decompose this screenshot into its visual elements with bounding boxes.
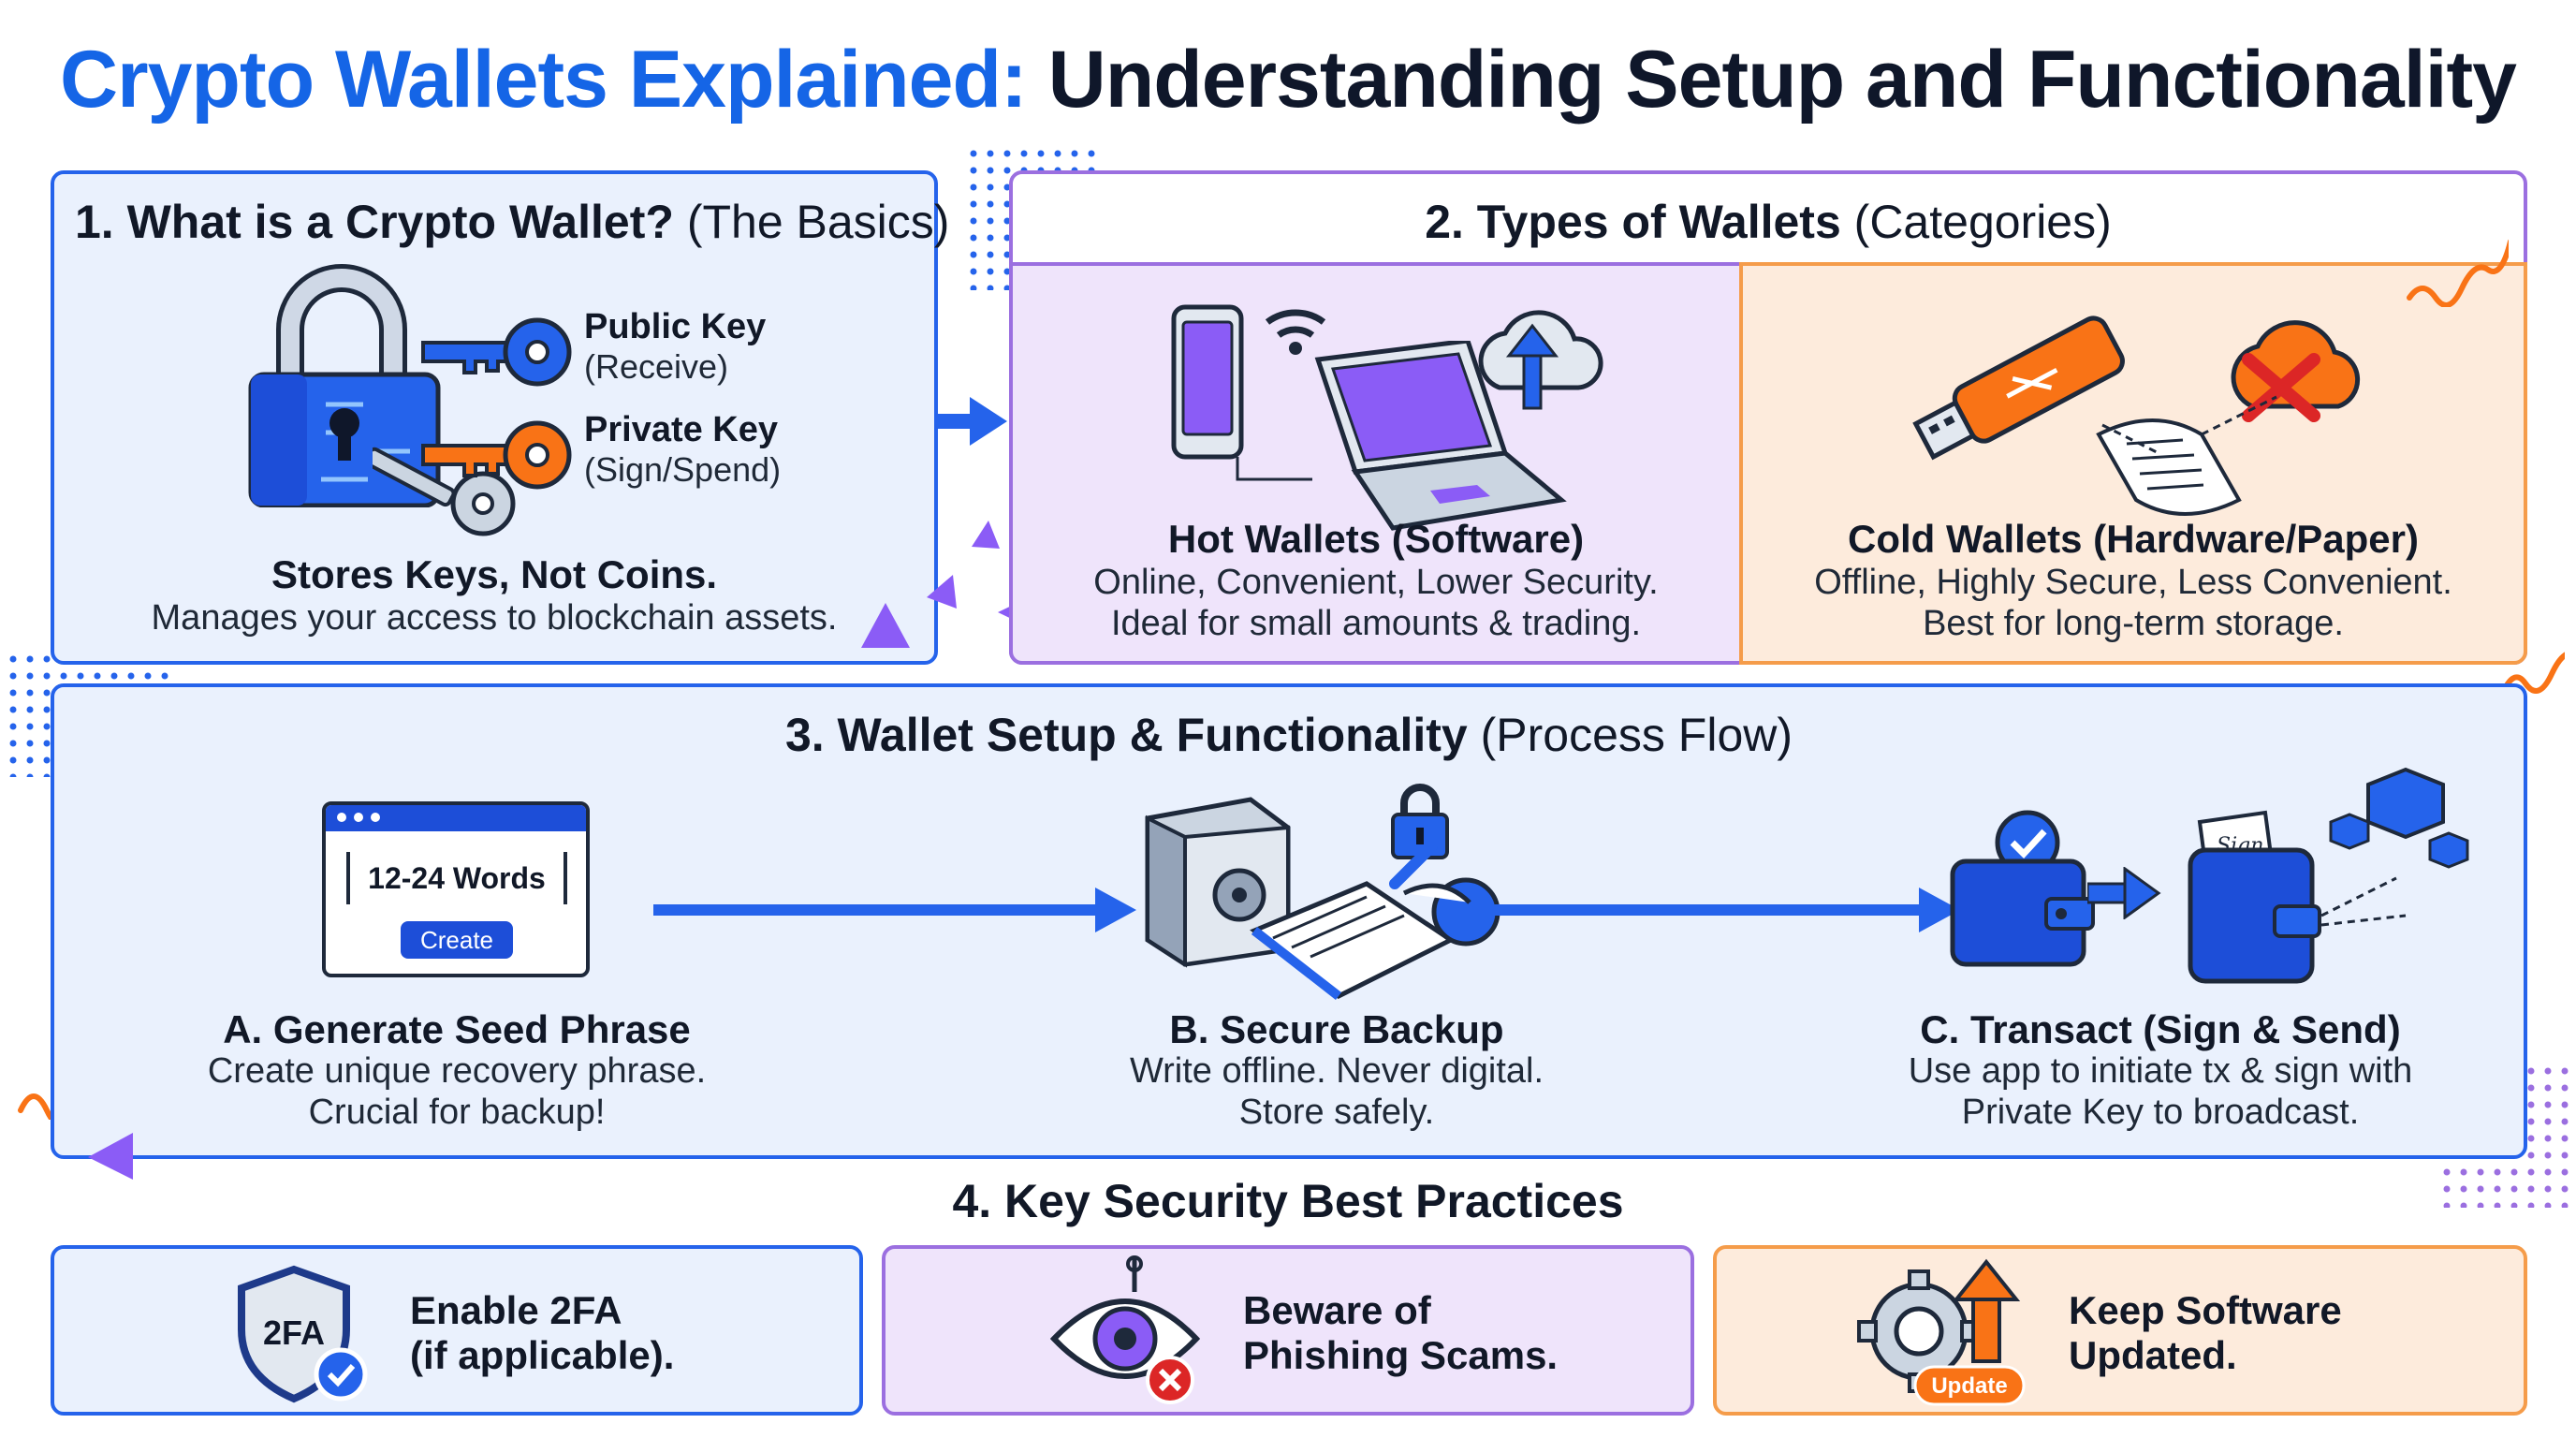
- step-c-line2: Private Key to broadcast.: [1961, 1093, 2360, 1132]
- shield-label: 2FA: [263, 1313, 325, 1352]
- cold-wallets-card: Cold Wallets (Hardware/Paper) Offline, H…: [1739, 262, 2527, 665]
- tip-2fa-line1: Enable 2FA: [410, 1288, 622, 1332]
- tip-phishing-text: Beware of Phishing Scams.: [1243, 1288, 1558, 1378]
- step-c-title: C. Transact (Sign & Send): [1920, 1007, 2401, 1051]
- dashed-connector: [2101, 395, 2277, 455]
- section-basics-heading-light: (The Basics): [686, 196, 950, 248]
- step-b-line1: Write offline. Never digital.: [1129, 1051, 1544, 1091]
- flow-arrow-icon: [653, 888, 1136, 932]
- window-titlebar: [326, 805, 586, 831]
- private-key-icon: [421, 420, 572, 490]
- section-types-heading-bold: 2. Types of Wallets: [1425, 196, 1841, 248]
- public-key-sublabel: (Receive): [584, 347, 729, 386]
- wifi-icon: [1265, 309, 1326, 355]
- squiggle-decoration: [2407, 239, 2509, 307]
- cold-wallets-line2: Best for long-term storage.: [1923, 604, 2344, 643]
- step-c-line1: Use app to initiate tx & sign with: [1908, 1051, 2413, 1091]
- hot-wallets-title: Hot Wallets (Software): [1167, 517, 1585, 561]
- private-key-label: Private Key: [584, 410, 779, 449]
- tip-phishing-line1: Beware of: [1243, 1288, 1431, 1332]
- arrow-right-icon: [2087, 867, 2161, 919]
- section-setup-heading-light: (Process Flow): [1480, 709, 1793, 761]
- tip-update-line1: Keep Software: [2069, 1288, 2342, 1332]
- title-highlight: Crypto Wallets Explained:: [60, 35, 1028, 125]
- section-security-heading: 4. Key Security Best Practices: [952, 1175, 1624, 1227]
- flow-arrow-icon: [1477, 888, 1960, 932]
- step-a-line1: Create unique recovery phrase.: [207, 1051, 707, 1091]
- usb-drive-icon: [1912, 315, 2125, 461]
- private-key-sublabel: (Sign/Spend): [584, 450, 782, 489]
- smartphone-icon: [1171, 304, 1244, 460]
- section-types-heading-light: (Categories): [1853, 196, 2112, 248]
- triangle-decoration: [972, 521, 1000, 549]
- tip-update-line2: Updated.: [2069, 1333, 2237, 1377]
- public-key-icon: [421, 317, 572, 387]
- gray-key-icon: [373, 447, 516, 536]
- tip-2fa-card: 2FA Enable 2FA (if applicable).: [51, 1245, 863, 1416]
- tip-phishing-line2: Phishing Scams.: [1243, 1333, 1559, 1377]
- safe-icon: [1145, 797, 1291, 968]
- phishing-eye-icon: [1049, 1255, 1201, 1404]
- triangle-decoration: [927, 575, 957, 609]
- laptop-icon: [1314, 341, 1567, 531]
- arrow-right-icon: [936, 397, 1007, 446]
- tip-2fa-line2: (if applicable).: [410, 1333, 675, 1377]
- basics-caption-title: Stores Keys, Not Coins.: [271, 552, 718, 596]
- page-title: Crypto Wallets Explained: Understanding …: [0, 34, 2576, 126]
- private-key-group: Private Key (Sign/Spend): [584, 410, 781, 490]
- section-basics-heading: 1. What is a Crypto Wallet? (The Basics): [75, 195, 949, 249]
- step-b-line2: Store safely.: [1238, 1093, 1435, 1132]
- gear-update-icon: Update: [1857, 1258, 2026, 1406]
- section-basics-panel: 1. What is a Crypto Wallet? (The Basics)…: [51, 170, 949, 665]
- section-types-heading: 2. Types of Wallets (Categories): [1013, 195, 2524, 249]
- cold-wallets-title: Cold Wallets (Hardware/Paper): [1848, 517, 2419, 561]
- step-a-line2: Crucial for backup!: [308, 1093, 606, 1132]
- notebook-pen-icon: [1250, 846, 1500, 1000]
- shield-2fa-icon: 2FA: [238, 1265, 368, 1403]
- section-setup-panel: 3. Wallet Setup & Functionality (Process…: [51, 683, 2527, 1159]
- create-button[interactable]: Create: [401, 921, 513, 959]
- wallet-check-icon: [1950, 810, 2095, 967]
- tip-phishing-card: Beware of Phishing Scams.: [882, 1245, 1694, 1416]
- hot-wallets-card: Hot Wallets (Software) Online, Convenien…: [1009, 262, 1743, 665]
- cloud-upload-icon: [1478, 310, 1603, 410]
- title-main: Understanding Setup and Functionality: [1047, 35, 2517, 125]
- step-a-title: A. Generate Seed Phrase: [223, 1007, 691, 1051]
- triangle-decoration: [861, 603, 910, 648]
- lock-icon: [1391, 784, 1449, 859]
- connector-line: [1236, 457, 1312, 481]
- update-badge-label: Update: [1931, 1373, 2007, 1399]
- wallet-sign-icon: Sign: [2188, 767, 2469, 984]
- seed-words-field: 12-24 Words: [346, 852, 567, 904]
- paper-wallet-icon: [2096, 418, 2242, 516]
- public-key-group: Public Key (Receive): [584, 307, 766, 387]
- section-basics-heading-bold: 1. What is a Crypto Wallet?: [75, 196, 674, 248]
- tip-2fa-text: Enable 2FA (if applicable).: [410, 1288, 674, 1378]
- public-key-label: Public Key: [584, 307, 767, 346]
- section-setup-heading: 3. Wallet Setup & Functionality (Process…: [54, 708, 2524, 762]
- seed-words-text: 12-24 Words: [368, 860, 546, 895]
- step-b-title: B. Secure Backup: [1169, 1007, 1504, 1051]
- triangle-decoration: [88, 1133, 133, 1180]
- tip-update-text: Keep Software Updated.: [2069, 1288, 2342, 1378]
- section-setup-heading-bold: 3. Wallet Setup & Functionality: [784, 709, 1468, 761]
- cold-wallets-line1: Offline, Highly Secure, Less Convenient.: [1814, 563, 2452, 602]
- basics-caption-text: Manages your access to blockchain assets…: [151, 598, 838, 638]
- tip-update-card: Update Keep Software Updated.: [1713, 1245, 2527, 1416]
- hot-wallets-line2: Ideal for small amounts & trading.: [1110, 604, 1642, 643]
- seed-phrase-window: 12-24 Words Create: [322, 801, 590, 977]
- hot-wallets-line1: Online, Convenient, Lower Security.: [1093, 563, 1659, 602]
- offline-cloud-icon: [2231, 320, 2361, 422]
